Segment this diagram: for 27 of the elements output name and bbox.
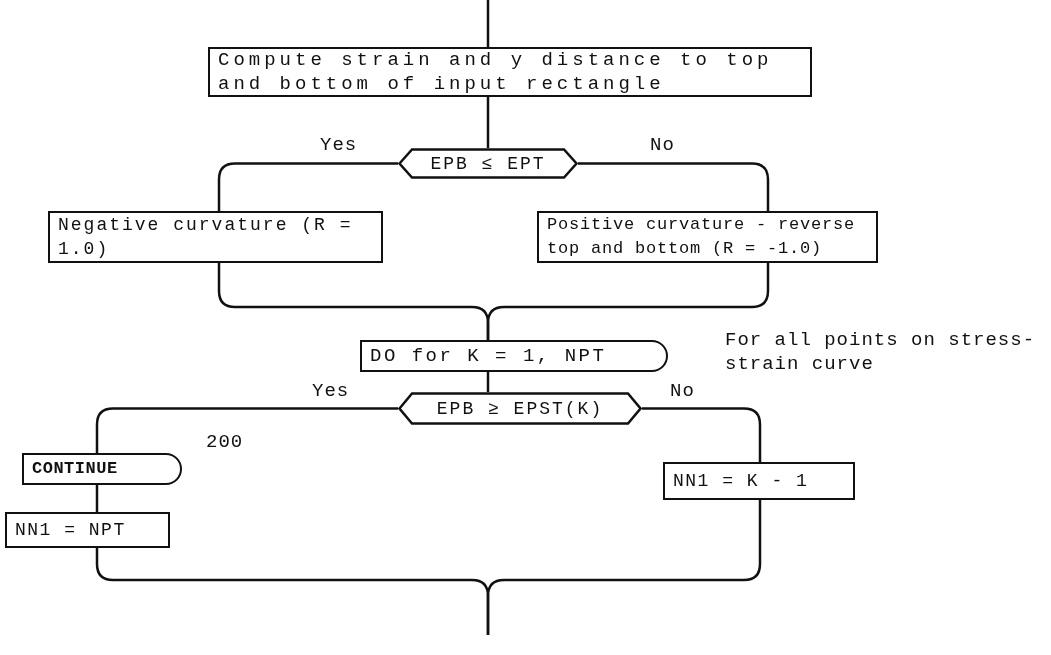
connector-line [486,0,490,47]
connector-line [95,407,398,453]
step-text: EPB ≤ EPT [430,152,546,176]
connector-line [486,372,490,392]
connector-line [642,407,762,462]
connector-line [486,97,490,148]
step-text: CONTINUE [32,458,119,480]
terminal-box [360,340,668,372]
connector-line [95,485,99,512]
connector-line [217,162,398,211]
process-box [663,462,855,500]
statement-label: 200 [206,430,244,454]
step-text: NN1 = NPT [15,519,127,542]
step-text: EPB ≥ EPST(K) [436,397,604,421]
connector-line [486,263,770,340]
process-box [48,211,383,263]
step-text: Negative curvature (R = 1.0) [58,214,354,261]
step-text: NN1 = K - 1 [673,470,810,493]
terminal-box [22,453,182,485]
process-box [537,211,878,263]
connector-line [578,162,770,211]
process-box [5,512,170,548]
step-text: Positive curvature - reverse top and bottom (R = -1.0) [547,214,857,260]
step-text: Compute strain and y distance to top and bottom of input rectangle [218,48,774,96]
side-note: For all points on stress-strain curve [725,328,1037,376]
step-text: DO for K = 1, NPT [370,344,608,368]
connector-line [486,500,762,635]
